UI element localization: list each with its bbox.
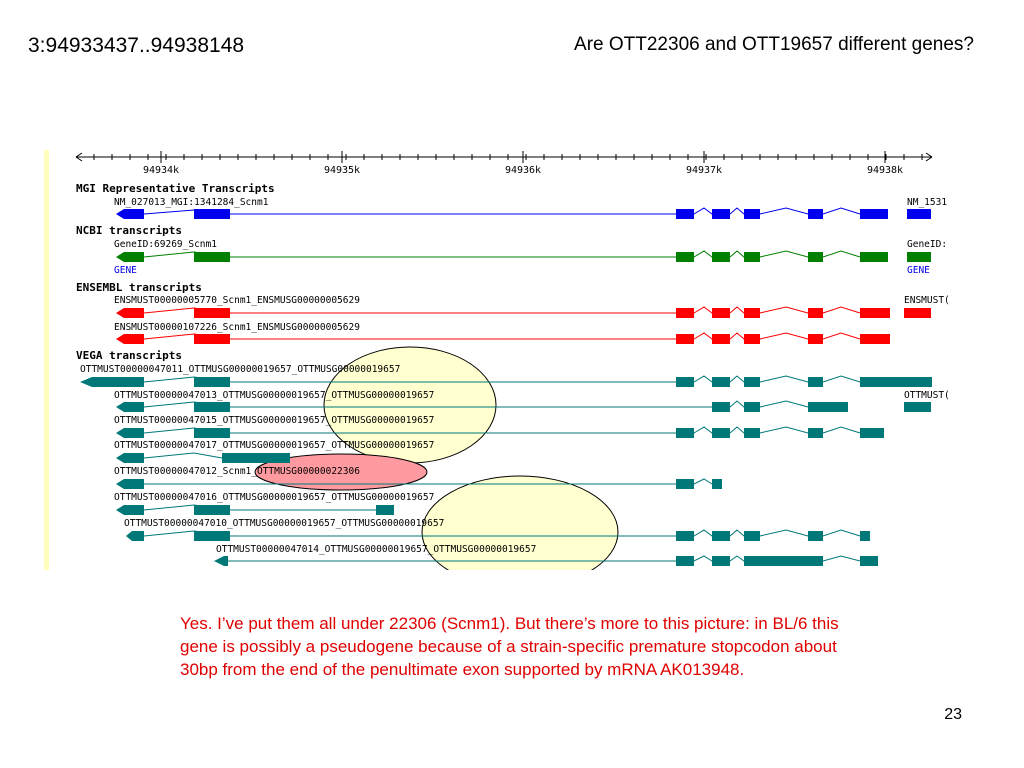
track-title-vega: VEGA transcripts [76, 349, 182, 362]
transcript-label: ENSMUST00000005770_Scnm1_ENSMUSG00000005… [114, 295, 360, 306]
transcript-label: OTTMUST00000047014_OTTMUSG00000019657_OT… [216, 544, 536, 555]
transcript-right-label: GeneID: [907, 239, 947, 250]
transcript-label: OTTMUST00000047015_OTTMUSG00000019657_OT… [114, 415, 434, 426]
slide-question: Are OTT22306 and OTT19657 different gene… [574, 34, 974, 55]
ruler-tick-label: 94937k [686, 165, 722, 176]
genome-browser-image: 94934k 94935k 94936k 94937k 94938k MGI R… [44, 150, 956, 570]
transcript-right-label: ENSMUST( [904, 295, 950, 306]
transcript-label: OTTMUST00000047016_OTTMUSG00000019657_OT… [114, 492, 434, 503]
transcript-label: OTTMUST00000047010_OTTMUSG00000019657_OT… [124, 518, 444, 529]
transcript-feature-vega-8 [214, 555, 878, 566]
transcript-label-ott22306: OTTMUST00000047012_Scnm1_OTTMUSG00000022… [114, 466, 360, 477]
transcript-label: OTTMUST00000047017_OTTMUSG00000019657_OT… [114, 440, 434, 451]
gene-sub-label: GENE [114, 265, 137, 276]
transcript-feature-ensembl-1 [116, 306, 931, 318]
ruler-tick-label: 94938k [867, 165, 903, 176]
ruler-minor-ticks [93, 154, 923, 160]
transcript-feature-vega-5 [116, 478, 722, 489]
ruler-tick-label: 94936k [505, 165, 541, 176]
transcript-feature-vega-7 [126, 529, 870, 541]
answer-text: Yes. I’ve put them all under 22306 (Scnm… [180, 614, 839, 679]
transcript-feature-ncbi [116, 250, 931, 262]
ruler-major-ticks [160, 151, 886, 163]
track-title-mgi: MGI Representative Transcripts [76, 182, 275, 195]
transcript-right-label: OTTMUST( [904, 390, 950, 401]
transcript-feature-vega-2 [116, 400, 931, 412]
gene-sub-label: GENE [907, 265, 930, 276]
ruler [75, 151, 933, 163]
browser-sidebar [44, 150, 49, 570]
highlight-red-ellipse [254, 453, 428, 491]
highlight-yellow-ellipse-bottom [421, 475, 619, 570]
transcript-label: NM_027013_MGI:1341284_Scnm1 [114, 197, 269, 208]
transcript-feature-vega-4 [116, 452, 290, 463]
transcript-feature-ensembl-2 [116, 332, 890, 344]
transcript-label: ENSMUST00000107226_Scnm1_ENSMUSG00000005… [114, 322, 360, 333]
ruler-tick-label: 94934k [143, 165, 179, 176]
slide-coordinates: 3:94933437..94938148 [28, 34, 245, 57]
transcript-right-label: NM_1531 [907, 197, 947, 208]
transcript-feature-vega-3 [116, 426, 884, 438]
track-title-ensembl: ENSEMBL transcripts [76, 281, 202, 294]
slide-number: 23 [944, 706, 962, 723]
transcript-label: OTTMUST00000047011_OTTMUSG00000019657_OT… [80, 364, 400, 375]
transcript-feature-mgi [116, 207, 931, 219]
transcript-label: GeneID:69269_Scnm1 [114, 239, 217, 250]
transcript-feature-vega-6 [116, 504, 394, 515]
transcript-feature-vega-1 [80, 375, 932, 387]
track-title-ncbi: NCBI transcripts [76, 224, 182, 237]
ruler-tick-label: 94935k [324, 165, 360, 176]
transcript-label: OTTMUST00000047013_OTTMUSG00000019657_OT… [114, 390, 434, 401]
